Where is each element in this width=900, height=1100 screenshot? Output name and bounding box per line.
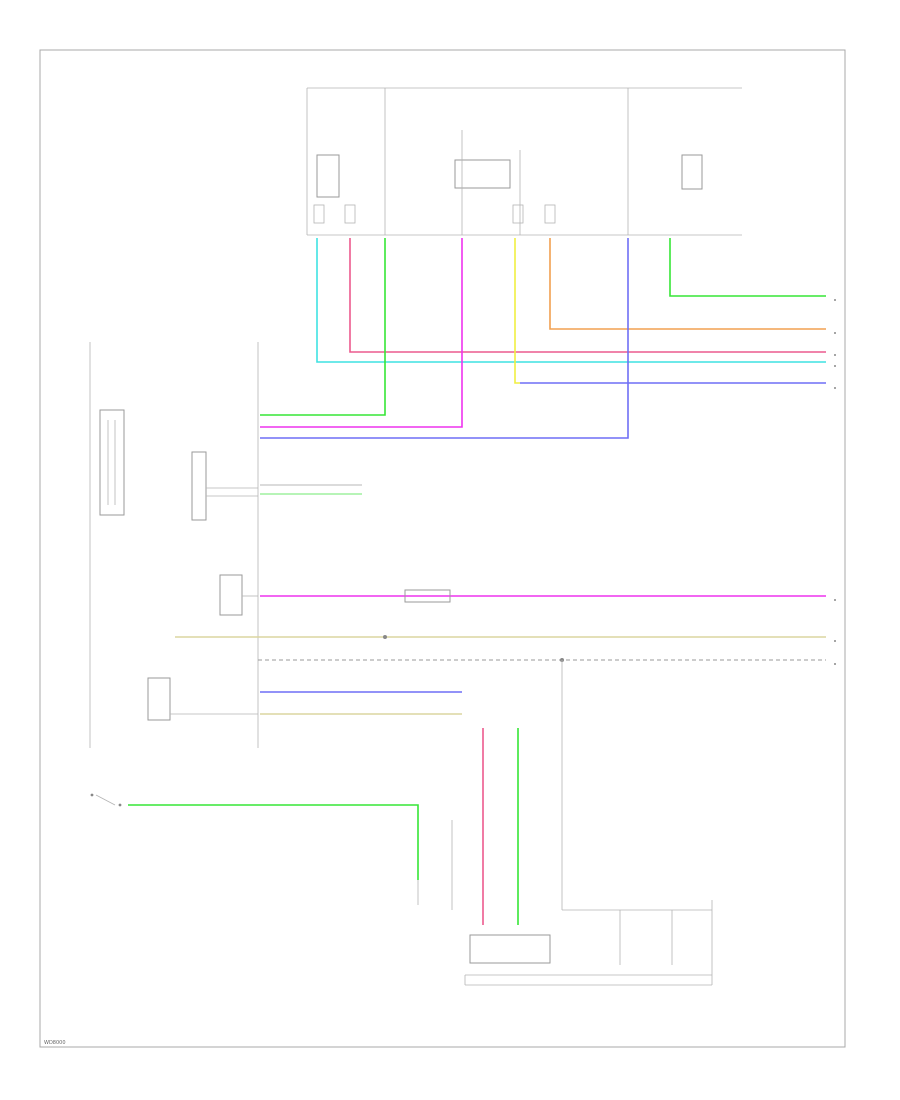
wire-pink-top [349, 238, 826, 353]
combination-meter-module [464, 900, 713, 986]
right-connectors [834, 299, 836, 665]
wire-orange [549, 238, 826, 330]
page-code: WD8000 [44, 1040, 66, 1046]
wire-green-switch [128, 804, 419, 880]
wire-green-top [669, 238, 826, 297]
wire-green-mid [260, 238, 386, 416]
page-frame [39, 49, 846, 1048]
wire-magenta-mid [260, 238, 463, 428]
wire-yellow [514, 238, 520, 384]
wire-lightblue [316, 238, 826, 363]
wire-blue-mid [260, 238, 629, 439]
fuse-relay-box [306, 87, 742, 236]
left-components [89, 342, 259, 748]
